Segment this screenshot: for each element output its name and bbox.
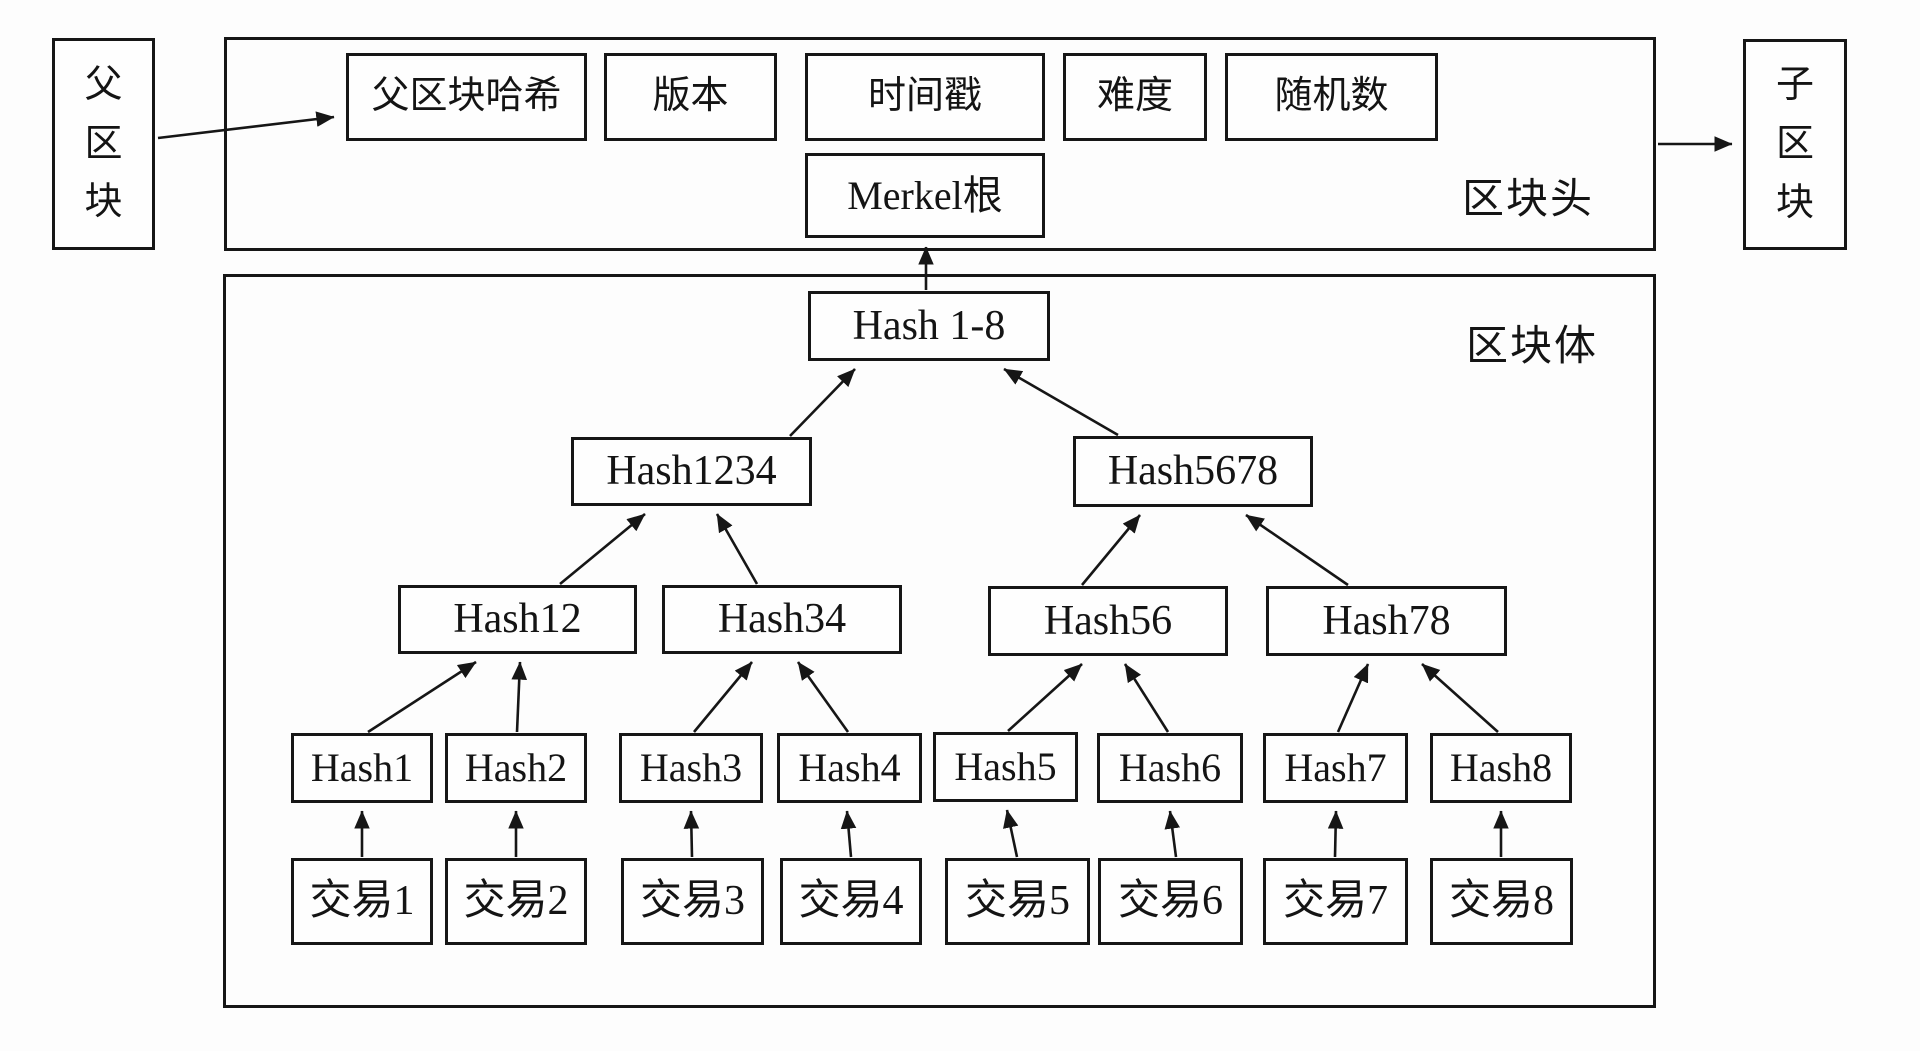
merkle-node-hash5678: Hash5678: [1073, 436, 1313, 507]
hash5-label: Hash5: [954, 744, 1057, 789]
hash3-label: Hash3: [639, 745, 743, 790]
difficulty-box: 难度: [1063, 53, 1207, 141]
hash12-label: Hash12: [453, 596, 582, 643]
hash4-label: Hash4: [798, 745, 901, 790]
hash5678-label: Hash5678: [1107, 448, 1279, 495]
nonce-label: 随机数: [1274, 75, 1389, 118]
block-body-label: 区块体: [1465, 323, 1598, 370]
merkle-leaf-hash6: Hash6: [1097, 733, 1243, 803]
hash18-label: Hash 1-8: [852, 302, 1006, 349]
hash6-label: Hash6: [1118, 745, 1222, 790]
hash56-label: Hash56: [1043, 597, 1173, 644]
block-body-container: [223, 274, 1656, 1008]
merkle-node-hash12: Hash12: [398, 585, 637, 654]
hash78-label: Hash78: [1322, 597, 1451, 644]
transaction-2-label: 交易2: [463, 878, 569, 925]
merkle-leaf-hash5: Hash5: [933, 732, 1078, 802]
hash1-label: Hash1: [310, 745, 414, 790]
hash34-label: Hash34: [717, 596, 847, 643]
merkle-leaf-hash2: Hash2: [445, 733, 587, 803]
hash7-label: Hash7: [1284, 745, 1387, 790]
block-header-container: [224, 37, 1656, 251]
child-block-label: 子区块: [1775, 64, 1814, 224]
timestamp-box: 时间戳: [805, 53, 1045, 141]
transaction-4-label: 交易4: [798, 878, 904, 925]
merkle-leaf-hash4: Hash4: [777, 733, 922, 803]
timestamp-label: 时间戳: [867, 75, 982, 118]
merkle-node-hash78: Hash78: [1266, 586, 1507, 656]
transaction-6-box: 交易6: [1098, 858, 1243, 945]
merkle-leaf-hash1: Hash1: [291, 733, 433, 803]
difficulty-label: 难度: [1096, 75, 1173, 118]
version-box: 版本: [604, 53, 777, 141]
transaction-5-box: 交易5: [945, 858, 1090, 945]
nonce-box: 随机数: [1225, 53, 1438, 141]
merkle-node-hash34: Hash34: [662, 585, 902, 654]
transaction-5-label: 交易5: [964, 878, 1070, 925]
hash1234-label: Hash1234: [606, 448, 777, 495]
transaction-3-label: 交易3: [639, 878, 745, 925]
merkle-node-hash1234: Hash1234: [571, 437, 812, 506]
transaction-1-label: 交易1: [309, 878, 415, 925]
merkle-leaf-hash3: Hash3: [619, 733, 763, 803]
parent-block-box: 父区块: [52, 38, 155, 250]
transaction-7-box: 交易7: [1263, 858, 1408, 945]
block-header-label: 区块头: [1461, 176, 1594, 223]
transaction-2-box: 交易2: [445, 858, 587, 945]
transaction-3-box: 交易3: [621, 858, 764, 945]
merkle-leaf-hash7: Hash7: [1263, 733, 1408, 803]
merkle-leaf-hash8: Hash8: [1430, 733, 1572, 803]
parent-block-label: 父区块: [84, 63, 123, 224]
merkle-node-hash18: Hash 1-8: [808, 291, 1050, 361]
merkle-node-hash56: Hash56: [988, 586, 1228, 656]
transaction-8-label: 交易8: [1448, 878, 1554, 925]
hash8-label: Hash8: [1449, 745, 1553, 790]
version-label: 版本: [652, 75, 729, 118]
merkle-root-box: Merkel根: [805, 153, 1045, 238]
transaction-7-label: 交易7: [1282, 878, 1388, 925]
hash2-label: Hash2: [464, 745, 568, 790]
child-block-box: 子区块: [1743, 39, 1847, 250]
transaction-1-box: 交易1: [291, 858, 433, 945]
parent-hash-label: 父区块哈希: [371, 75, 562, 118]
transaction-6-label: 交易6: [1117, 878, 1223, 925]
parent-hash-box: 父区块哈希: [346, 53, 587, 141]
merkle-root-label: Merkel根: [847, 172, 1003, 218]
transaction-4-box: 交易4: [780, 858, 922, 945]
transaction-8-box: 交易8: [1430, 858, 1573, 945]
